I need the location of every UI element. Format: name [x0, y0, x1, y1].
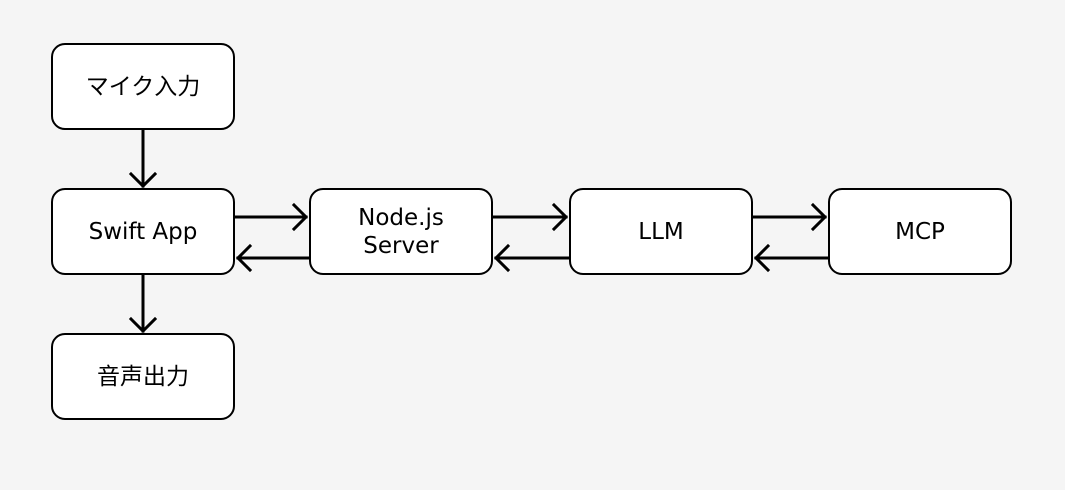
node-mcp: MCP — [828, 188, 1012, 275]
node-audio-output-label: 音声出力 — [97, 363, 189, 390]
arrow-swift-to-node — [233, 202, 309, 232]
arrow-node-to-swift — [235, 243, 311, 273]
node-swift-app: Swift App — [51, 188, 235, 275]
node-mcp-label: MCP — [895, 218, 945, 245]
node-llm-label: LLM — [638, 218, 684, 245]
arrow-mcp-to-llm — [753, 243, 830, 273]
node-nodejs-server: Node.js Server — [309, 188, 493, 275]
arrow-swift-to-audio — [128, 273, 158, 334]
node-nodejs-server-label: Node.js Server — [358, 204, 444, 259]
node-swift-app-label: Swift App — [88, 218, 198, 245]
arrow-node-to-llm — [491, 202, 569, 232]
node-mic-input-label: マイク入力 — [85, 73, 201, 100]
node-mic-input: マイク入力 — [51, 43, 235, 130]
arrow-llm-to-mcp — [751, 202, 828, 232]
arrow-mic-to-swift — [128, 128, 158, 189]
node-audio-output: 音声出力 — [51, 333, 235, 420]
arrow-llm-to-node — [493, 243, 571, 273]
node-llm: LLM — [569, 188, 753, 275]
